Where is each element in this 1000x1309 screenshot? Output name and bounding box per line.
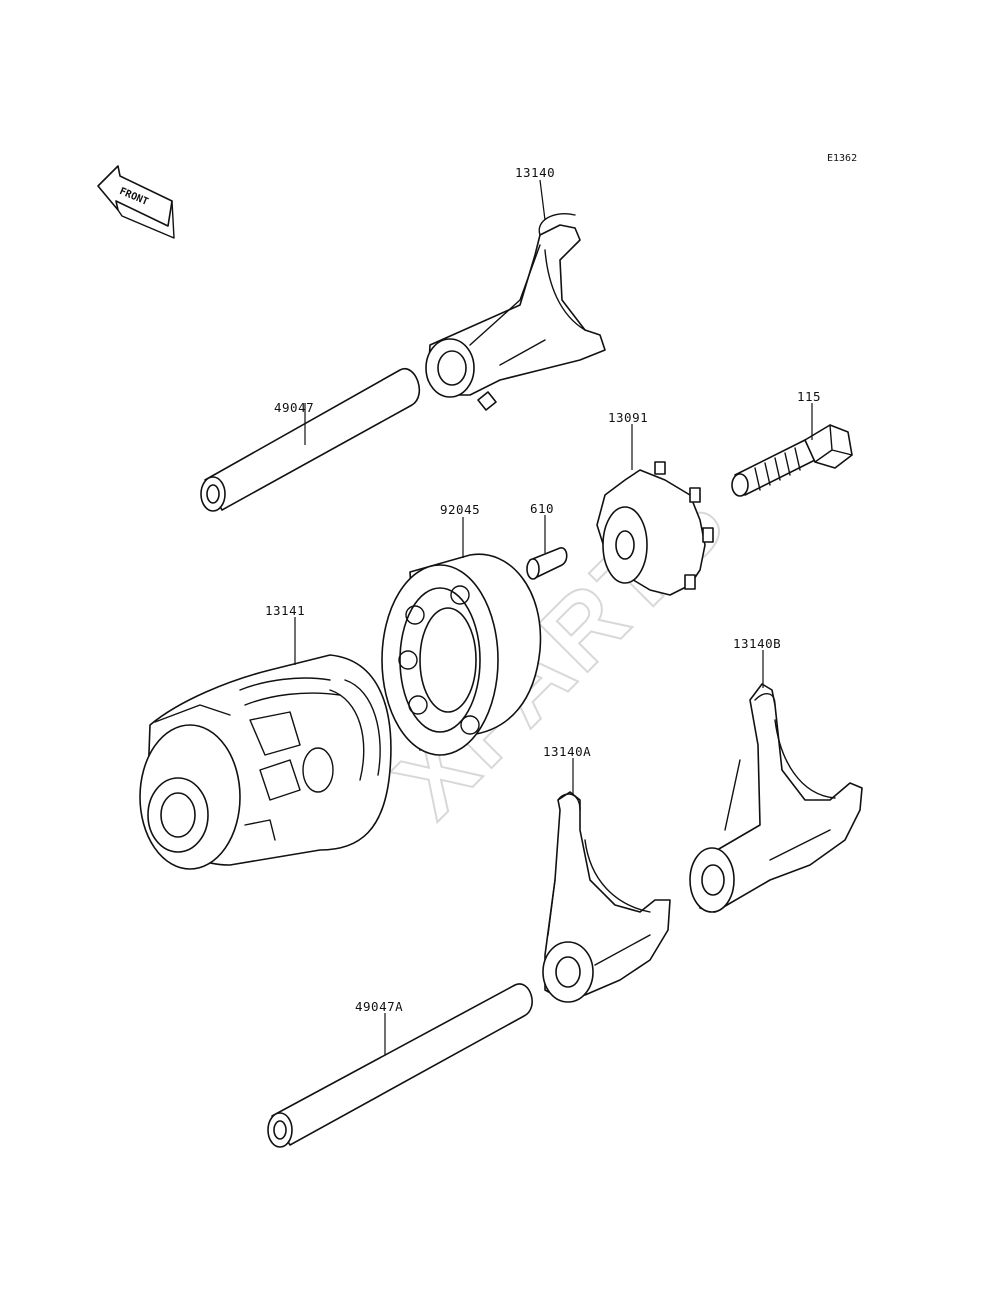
diagram-code: E1362 bbox=[827, 153, 857, 164]
label-610: 610 bbox=[530, 501, 554, 516]
fork-shift-13140b bbox=[689, 683, 863, 913]
label-13091: 13091 bbox=[608, 410, 648, 425]
label-49047: 49047 bbox=[274, 400, 314, 415]
pin-610 bbox=[526, 547, 568, 580]
bolt-115 bbox=[731, 424, 853, 497]
drum-shift-13141 bbox=[139, 654, 392, 870]
front-arrow-icon: FRONT bbox=[97, 165, 175, 239]
label-13140: 13140 bbox=[515, 165, 555, 180]
leader-13140 bbox=[539, 179, 546, 221]
shaft-fork-49047a bbox=[267, 983, 533, 1148]
label-13140a: 13140A bbox=[543, 744, 591, 759]
bearing-92045 bbox=[381, 553, 542, 756]
holder-pin-13091 bbox=[596, 461, 714, 596]
label-13141: 13141 bbox=[265, 603, 305, 618]
label-13140b: 13140B bbox=[733, 636, 781, 651]
label-115: 115 bbox=[797, 389, 821, 404]
fork-shift-13140 bbox=[425, 213, 606, 411]
label-49047a: 49047A bbox=[355, 999, 403, 1014]
fork-shift-13140a bbox=[542, 791, 671, 1003]
label-92045: 92045 bbox=[440, 502, 480, 517]
shaft-fork-49047 bbox=[200, 367, 421, 512]
